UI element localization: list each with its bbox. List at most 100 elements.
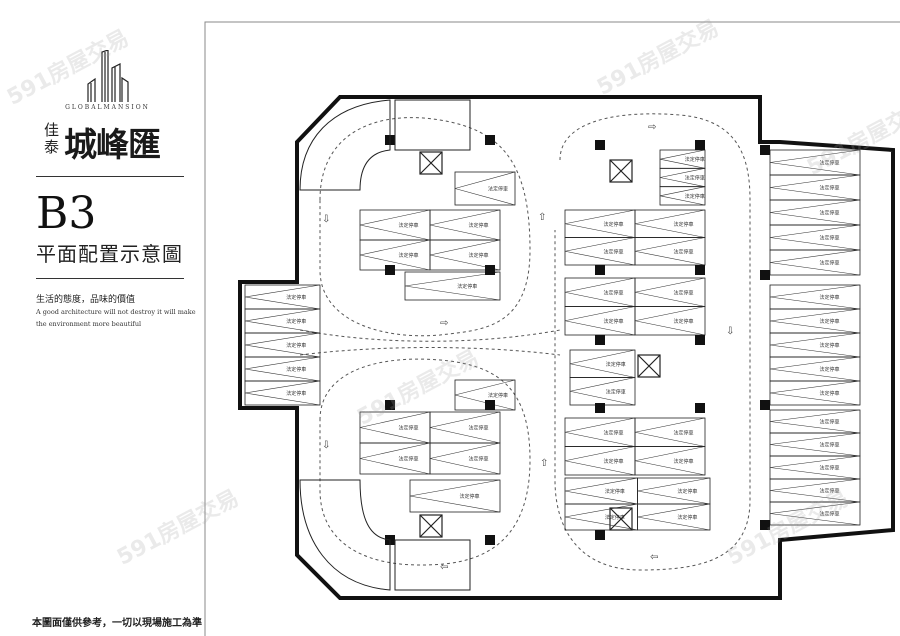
parking-stall: 法定停車 [769,249,861,276]
parking-stall: 法定停車 [634,417,706,447]
stall-label: 法定停車 [685,193,705,200]
divider [36,176,184,177]
stall-label: 法定停車 [674,458,694,465]
parking-stall: 法定停車 [244,332,321,358]
stall-label: 法定停車 [604,248,624,255]
stall-label: 法定停車 [457,283,477,290]
parking-stall: 法定停車 [659,186,706,206]
stall-label: 法定停車 [286,318,306,325]
parking-stall: 法定停車 [769,174,861,201]
stall-label: 法定停車 [820,419,840,426]
structural-column [485,135,495,145]
parking-stall: 法定停車 [769,199,861,226]
structural-column [385,400,395,410]
stall-label: 法定停車 [674,318,694,325]
stall-label: 法定停車 [488,392,508,399]
brand-name: 城峰匯 [64,125,161,164]
stall-label: 法定停車 [460,493,480,500]
parking-stall: 法定停車 [634,277,706,307]
parking-stall: 法定停車 [769,432,861,457]
stall-label: 法定停車 [286,366,306,373]
parking-stall: 法定停車 [659,167,706,188]
svg-text:⇩: ⇩ [322,440,330,451]
structural-column [760,400,770,410]
structural-column [595,265,605,275]
parking-stall: 法定停車 [429,442,501,475]
stall-label: 法定停車 [820,294,840,301]
stall-label: 法定停車 [820,318,840,325]
structural-column [385,265,395,275]
parking-stall: 法定停車 [769,284,861,310]
structural-column [695,335,705,345]
brand-prefix: 佳泰 [44,121,60,156]
direction-arrows: ⇩⇧⇨ ⇨⇩⇦ ⇧⇩⇦ [322,122,734,573]
stall-label: 法定停車 [606,388,626,395]
stall-label: 法定停車 [677,488,697,495]
parking-stall: 法定停車 [564,306,636,336]
stall-label: 法定停車 [674,429,694,436]
parking-stall: 法定停車 [769,149,861,176]
parking-stall: 法定停車 [244,356,321,382]
stall-label: 法定停車 [604,221,624,228]
parking-stall: 法定停車 [564,277,636,307]
stall-label: 法定停車 [604,289,624,296]
parking-stall: 法定停車 [429,209,501,241]
parking-stall: 法定停車 [569,349,636,378]
parking-stall: 法定停車 [244,380,321,406]
driveway [299,113,751,571]
structural-column [695,403,705,413]
parking-stall: 法定停車 [769,332,861,358]
parking-stall: 法定停車 [769,409,861,434]
stall-label: 法定停車 [606,361,626,368]
parking-stall: 法定停車 [659,149,706,169]
structural-column [760,145,770,155]
stall-label: 法定停車 [469,456,489,463]
structural-column [485,535,495,545]
svg-text:⇩: ⇩ [726,326,734,337]
stall-label: 法定停車 [820,342,840,349]
structural-column [595,403,605,413]
svg-text:⇧: ⇧ [540,458,548,469]
parking-stall: 法定停車 [769,308,861,334]
building-outline [238,95,895,600]
stall-label: 法定停車 [605,514,625,521]
parking-stall: 法定停車 [359,209,431,241]
stall-label: 法定停車 [399,456,419,463]
parking-stall: 法定停車 [244,308,321,334]
stall-label: 法定停車 [604,429,624,436]
stall-label: 法定停車 [677,514,697,521]
logo-icon [86,49,130,106]
structural-column [485,400,495,410]
stall-label: 法定停車 [685,175,705,182]
parking-stall: 法定停車 [634,446,706,476]
stall-label: 法定停車 [685,156,705,163]
divider [36,278,184,279]
stall-label: 法定停車 [604,458,624,465]
stall-label: 法定停車 [488,186,508,193]
parking-stall: 法定停車 [564,209,636,238]
structural-column [595,530,605,540]
stall-label: 法定停車 [820,260,840,267]
floor-level: B3 [36,188,97,239]
stall-label: 法定停車 [820,511,840,518]
parking-stall: 法定停車 [769,455,861,480]
stall-label: 法定停車 [820,185,840,192]
footer-note: 本圖面僅供參考，一切以現場施工為準 [32,618,202,629]
stall-label: 法定停車 [820,465,840,472]
structural-column [760,520,770,530]
stall-label: 法定停車 [820,366,840,373]
stall-label: 法定停車 [820,488,840,495]
stall-label: 法定停車 [286,390,306,397]
svg-text:⇦: ⇦ [440,562,448,573]
tagline: 生活的態度，品味的價值 [36,295,136,305]
parking-stall: 法定停車 [429,411,501,444]
stall-label: 法定停車 [469,252,489,259]
stall-label: 法定停車 [469,222,489,229]
stall-label: 法定停車 [820,160,840,167]
stall-label: 法定停車 [399,222,419,229]
stairs [299,99,471,591]
parking-stall: 法定停車 [634,237,706,266]
stall-label: 法定停車 [286,342,306,349]
stall-label: 法定停車 [820,390,840,397]
